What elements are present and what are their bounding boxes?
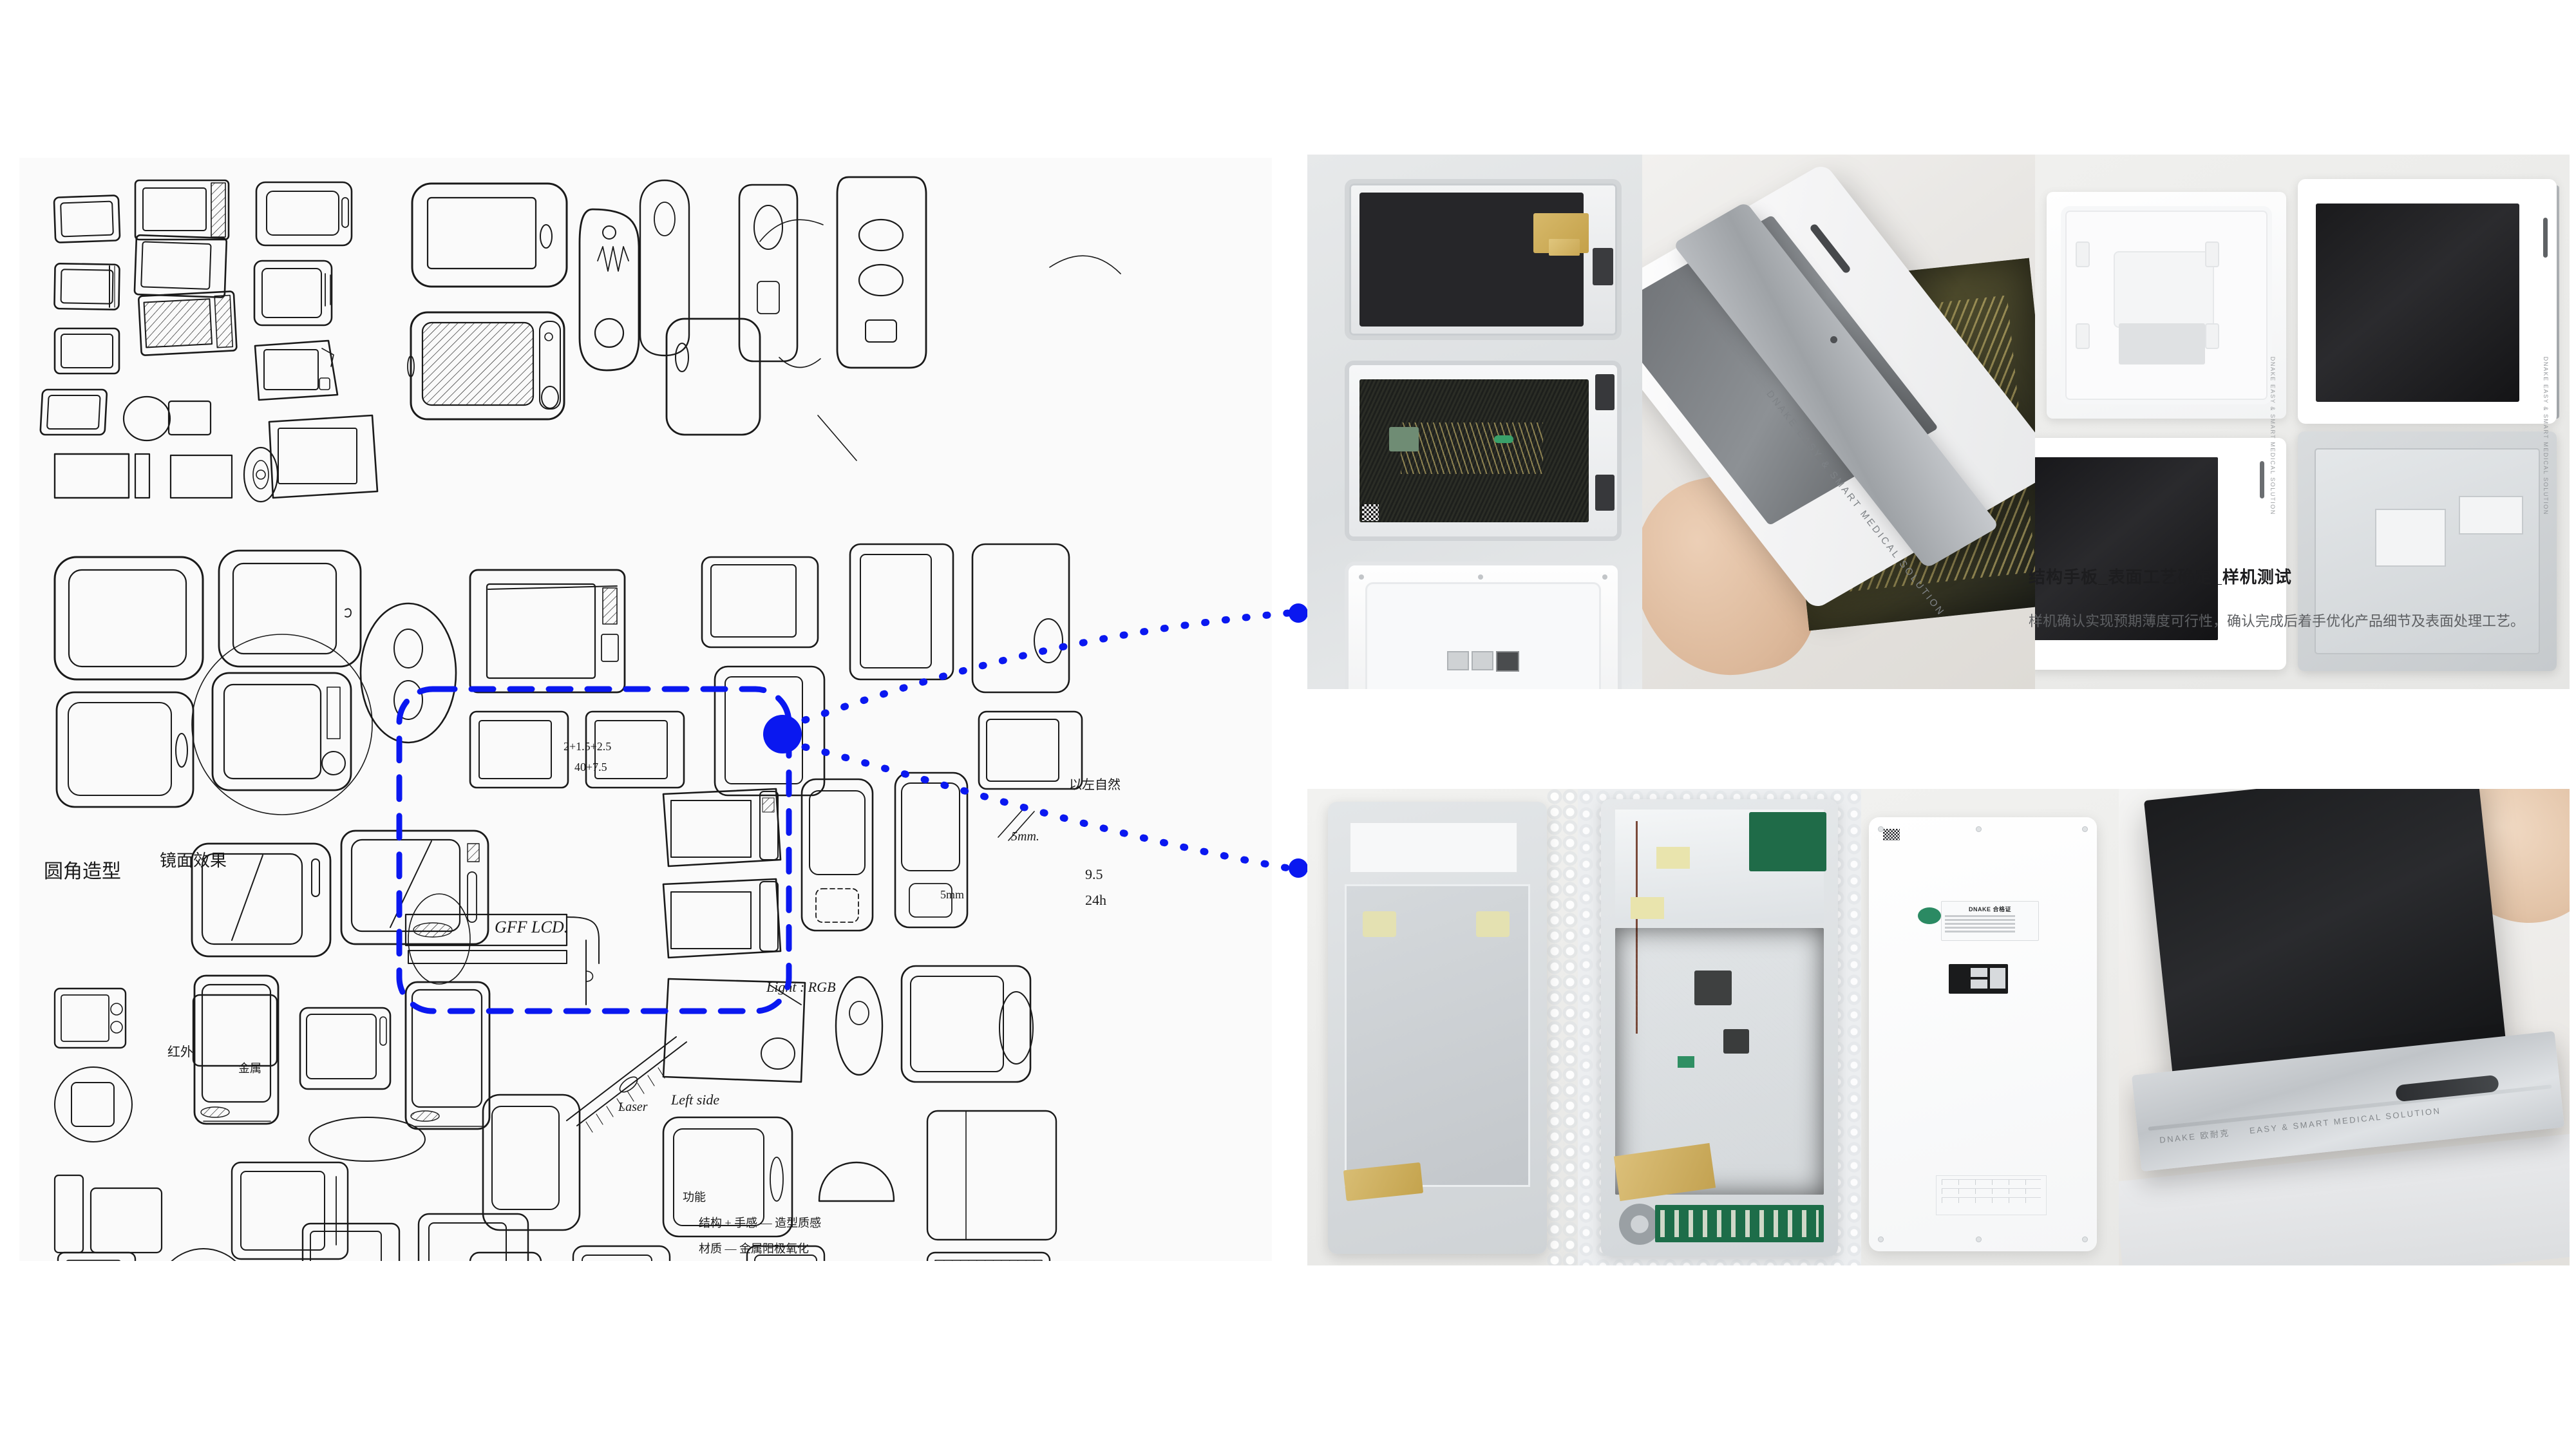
prototype-row-top: DNAKE EASY & SMART MEDICAL SOLUTION [1307, 155, 2570, 689]
svg-text:24h: 24h [1085, 892, 1106, 908]
thickness-check-photo[interactable]: DNAKE EASY & SMART MEDICAL SOLUTION [1642, 155, 2035, 689]
svg-text:5mm.: 5mm. [1011, 829, 1039, 844]
sketch-drawing: GFF LCD. Light : RGB Left side Laser 5mm… [19, 158, 1272, 1261]
svg-text:结构 + 手感 — 造型质感: 结构 + 手感 — 造型质感 [699, 1217, 821, 1229]
aluminum-mid-frame [1328, 802, 1547, 1254]
side-brand-text-b: DNAKE EASY & SMART MEDICAL SOLUTION [2543, 356, 2549, 515]
caption-title: 结构手板_表面工艺确定_样机测试 [2029, 567, 2292, 587]
metal-housing-stack-photo[interactable] [1307, 155, 1642, 689]
rear-cover-photo[interactable]: DNAKE 合格证 [1861, 789, 2119, 1265]
svg-text:材质 — 金属阳极氧化: 材质 — 金属阳极氧化 [699, 1242, 809, 1255]
io-connector-strip [1655, 1205, 1824, 1242]
speaker [1619, 1204, 1660, 1245]
bubble-wrap [1547, 789, 1578, 1265]
svg-text:Light : RGB: Light : RGB [766, 979, 836, 995]
mainboard-in-chassis-photo [1345, 361, 1622, 541]
lcd-panel-photo-a [2298, 179, 2559, 424]
mainboard [1615, 928, 1824, 1195]
pinhole-mic [1830, 336, 1837, 343]
nameplate-brand: DNAKE 合格证 [1968, 906, 2011, 913]
side-brand-text-a: DNAKE EASY & SMART MEDICAL SOLUTION [2269, 356, 2276, 515]
svg-text:2+1.5+2.5: 2+1.5+2.5 [564, 740, 611, 753]
green-dot-mark [1918, 907, 1941, 924]
svg-text:Left side: Left side [670, 1092, 719, 1108]
finished-unit-photo[interactable]: DNAKE 欧耐克 EASY & SMART MEDICAL SOLUTION [2119, 789, 2570, 1265]
daughterboard [1749, 812, 1826, 871]
white-rear-cover-photo [1345, 562, 1622, 689]
assembled-chassis [1601, 799, 1838, 1256]
connector-endpoint-bottom[interactable] [1289, 858, 1308, 878]
svg-text:金属: 金属 [238, 1062, 261, 1075]
front-bezel-inner-photo [2047, 192, 2286, 419]
svg-text:Laser: Laser [618, 1100, 648, 1114]
caption-block: 结构手板_表面工艺确定_样机测试 样机确认实现预期薄度可行性，确认完成后着手优化… [2029, 564, 2544, 633]
svg-text:40+7.5: 40+7.5 [574, 761, 607, 773]
svg-text:红外: 红外 [167, 1045, 193, 1059]
connector-endpoint-top[interactable] [1289, 603, 1308, 623]
metal-midframe-photo: DNAKE EASY & SMART MEDICAL SOLUTION [2298, 357, 2557, 671]
svg-text:GFF LCD.: GFF LCD. [495, 918, 568, 936]
mid-frame-photo[interactable] [1307, 789, 1578, 1265]
lcd-panel-photo-b: DNAKE EASY & SMART MEDICAL SOLUTION [2035, 357, 2286, 670]
device-display [2143, 789, 2506, 1076]
mainboard-assembly-photo[interactable] [1578, 789, 1861, 1265]
svg-text:功能: 功能 [683, 1191, 706, 1204]
chassis-with-shield-photo [1345, 179, 1622, 340]
svg-text:5mm: 5mm [940, 888, 964, 901]
svg-text:镜面效果: 镜面效果 [160, 851, 227, 870]
prototype-row-bottom: DNAKE 合格证 [1307, 789, 2570, 1265]
caption-body: 样机确认实现预期薄度可行性，确认完成后着手优化产品细节及表面处理工艺。 [2029, 613, 2525, 629]
housing-parts-grid-photo[interactable]: DNAKE EASY & SMART MEDICAL SOLUTION DNAK… [2035, 155, 2570, 689]
io-port-cutout [1949, 964, 2008, 994]
concept-sketch-sheet: GFF LCD. Light : RGB Left side Laser 5mm… [19, 158, 1272, 1261]
svg-text:以左自然: 以左自然 [1069, 777, 1121, 792]
antenna-wire [1636, 821, 1638, 1034]
terminal-pinout-label [1936, 1175, 2047, 1215]
white-rear-cover: DNAKE 合格证 [1869, 817, 2097, 1251]
product-nameplate: DNAKE 合格证 [1941, 901, 2039, 941]
svg-text:9.5: 9.5 [1085, 866, 1103, 882]
svg-text:圆角造型: 圆角造型 [44, 861, 121, 882]
qr-code-sticker [1883, 829, 1900, 840]
